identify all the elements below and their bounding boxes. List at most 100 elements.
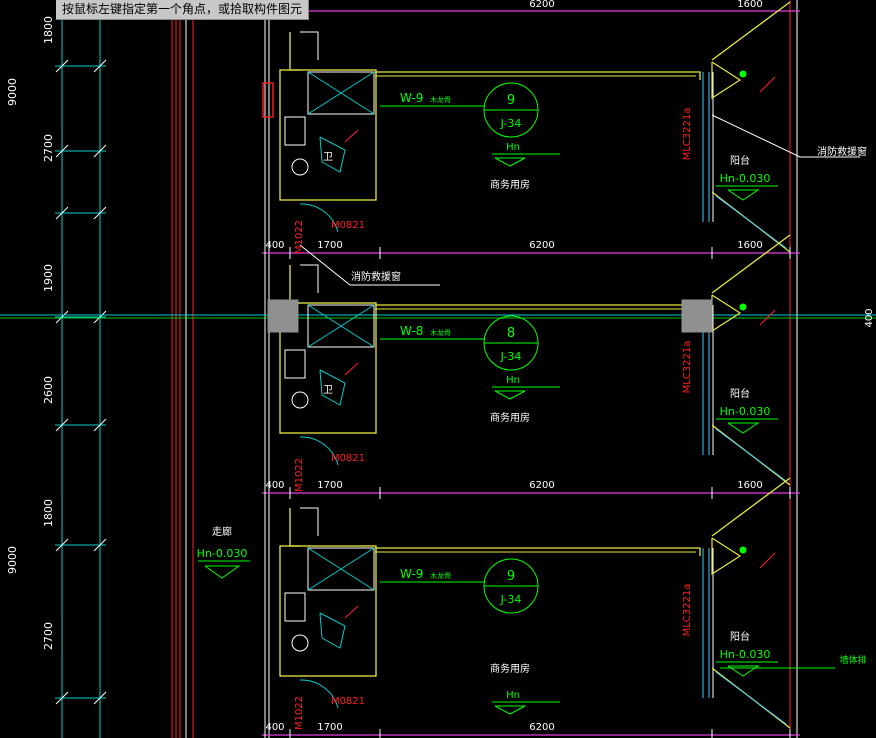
elev-marker <box>727 665 760 677</box>
column <box>681 299 713 333</box>
slope-arrow <box>759 309 776 326</box>
toilet-label: 卫 <box>323 385 333 396</box>
point-marker <box>739 546 747 554</box>
fixture-basin <box>291 634 309 652</box>
shower-box <box>307 71 375 115</box>
dim-slash <box>55 206 69 220</box>
dim-segment-text: 1800 <box>42 499 55 527</box>
window-tag: MLC3221a <box>682 584 693 637</box>
column-triangle <box>711 537 742 576</box>
door-tag-vertical: M1022 <box>294 696 305 730</box>
wall-stub <box>289 508 300 547</box>
door-tag-vertical: M1022 <box>294 458 305 492</box>
door-arc <box>299 679 339 709</box>
slope-arrow <box>759 552 776 569</box>
wall-stub <box>289 32 300 71</box>
balcony-glass <box>715 428 787 482</box>
door-tag: M0821 <box>331 220 365 231</box>
column-triangle <box>711 294 742 333</box>
elev-marker <box>727 189 760 201</box>
bubble-number: 9 <box>507 569 515 584</box>
leader-line <box>299 244 440 286</box>
balcony-glass <box>715 195 787 249</box>
dim-text: 1700 <box>317 722 342 733</box>
dim-text: 1600 <box>737 480 762 491</box>
door-swing <box>300 31 319 60</box>
fixture-outline <box>319 612 346 649</box>
dim-text: 6200 <box>529 722 554 733</box>
dim-segment-text: 1900 <box>42 264 55 292</box>
shower-cross <box>307 71 375 115</box>
dim-slash <box>93 144 107 158</box>
corridor-elev: Hn-0.030 <box>197 547 248 560</box>
dim-slash <box>55 144 69 158</box>
wall-tag: W-8 <box>400 324 423 338</box>
bubble-number: 9 <box>507 93 515 108</box>
dim-slash <box>93 691 107 705</box>
fixture-basin <box>291 391 309 409</box>
hn-marker <box>494 390 526 400</box>
bubble-ref: J-34 <box>500 117 522 130</box>
slope-arrow <box>759 76 776 93</box>
column <box>267 299 299 333</box>
wall-stub <box>289 265 300 304</box>
room-wall <box>375 547 701 556</box>
room-name: 商务用房 <box>490 178 530 191</box>
hn-label: Hn <box>506 375 520 386</box>
fixture-wc <box>284 349 306 379</box>
slope-arrow <box>344 605 359 619</box>
leader-label: 消防救援窗 <box>351 270 401 283</box>
elev-marker <box>727 422 760 434</box>
bubble-ref: J-34 <box>500 350 522 363</box>
toilet-enclosure <box>279 302 377 434</box>
dim-segment-text: 1800 <box>42 16 55 44</box>
wall-tag: W-9 <box>400 567 423 581</box>
balcony-label: 阳台 <box>730 630 750 643</box>
bubble-ref: J-34 <box>500 593 522 606</box>
slope-arrow <box>344 129 359 143</box>
leader-label: 消防救援窗 <box>817 145 867 158</box>
elev-marker <box>204 565 241 579</box>
wall-tag-suffix: 木龙骨 <box>430 328 451 337</box>
door-tag: M0821 <box>331 696 365 707</box>
dim-slash <box>93 310 107 324</box>
fixture-outline <box>319 136 346 173</box>
door-tag-vertical: M1022 <box>294 220 305 254</box>
dim-slash <box>55 418 69 432</box>
toilet-label: 卫 <box>323 152 333 163</box>
wall-tag-suffix: 木龙骨 <box>430 571 451 580</box>
balcony-label: 阳台 <box>730 387 750 400</box>
balcony-elev: Hn-0.030 <box>720 172 771 185</box>
room-name: 商务用房 <box>490 411 530 424</box>
wall-marker <box>262 82 274 118</box>
point-marker <box>739 303 747 311</box>
right-dim-text: 400 <box>864 308 875 327</box>
door-arc <box>299 203 339 233</box>
wall-tag-suffix: 木龙骨 <box>430 95 451 104</box>
balcony-glass <box>715 671 787 725</box>
leader-label: 墙体排 <box>839 654 866 666</box>
dim-text: 1600 <box>737 240 762 251</box>
dim-text: 6200 <box>529 480 554 491</box>
dim-slash <box>55 538 69 552</box>
shower-cross <box>307 304 375 348</box>
dim-slash <box>93 206 107 220</box>
dim-segment-text: 2700 <box>42 622 55 650</box>
leader-line <box>711 114 860 158</box>
dim-slash <box>55 59 69 73</box>
dim-slash <box>55 691 69 705</box>
window-tag: MLC3221a <box>682 108 693 161</box>
dim-slash <box>93 538 107 552</box>
dim-segment-text: 2600 <box>42 376 55 404</box>
hn-label: Hn <box>506 690 520 701</box>
fixture-outline <box>319 369 346 406</box>
hn-label: Hn <box>506 142 520 153</box>
dim-segment-text: 2700 <box>42 134 55 162</box>
dim-text: 6200 <box>529 240 554 251</box>
wall-tag: W-9 <box>400 91 423 105</box>
command-prompt-tooltip: 按鼠标左键指定第一个角点，或拾取构件图元 <box>56 0 310 20</box>
dim-text: 1700 <box>317 480 342 491</box>
